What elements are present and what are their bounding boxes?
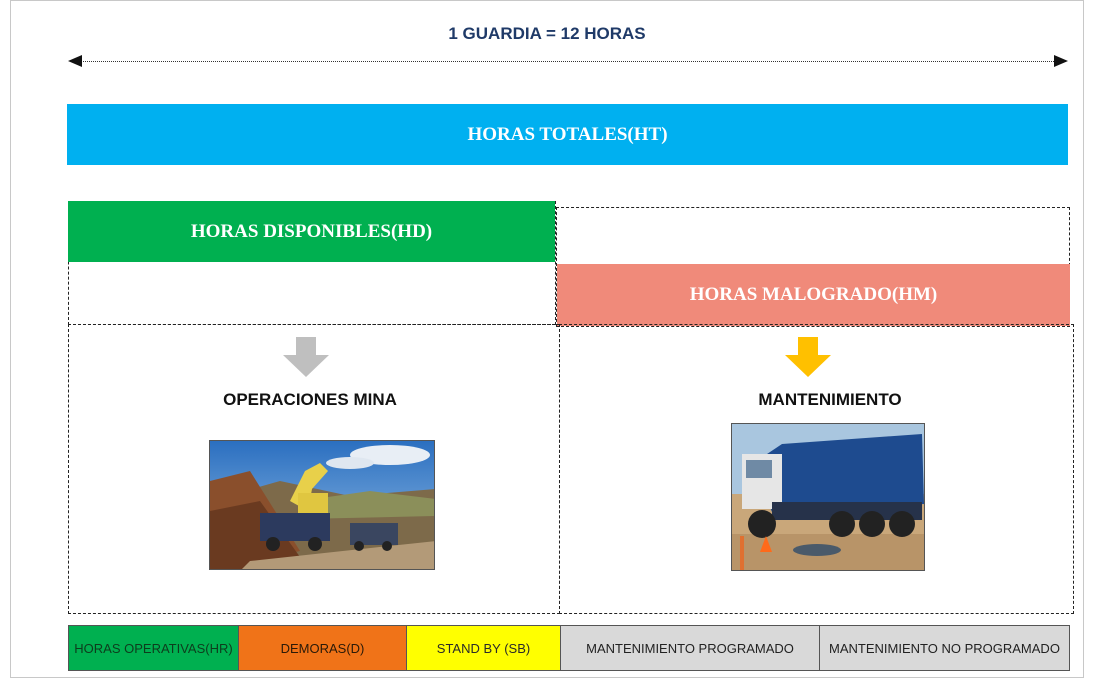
arrow-right-icon bbox=[1054, 55, 1068, 67]
legend-label: MANTENIMIENTO NO PROGRAMADO bbox=[829, 640, 1060, 656]
legend-label: STAND BY (SB) bbox=[436, 640, 531, 656]
maintenance-title: MANTENIMIENTO bbox=[758, 390, 902, 409]
time-categories-legend: HORAS OPERATIVAS(HR) DEMORAS(D) STAND BY… bbox=[68, 625, 1070, 671]
legend-cell-delays: DEMORAS(D) bbox=[239, 626, 407, 670]
legend-cell-unscheduled-maintenance: MANTENIMIENTO NO PROGRAMADO bbox=[820, 626, 1069, 670]
down-arrow-icon bbox=[283, 337, 329, 377]
mining-excavator-photo bbox=[209, 440, 435, 570]
diagram-frame bbox=[10, 0, 1084, 678]
total-hours-bar: HORAS TOTALES(HT) bbox=[67, 104, 1068, 165]
mine-operations-title: OPERACIONES MINA bbox=[223, 390, 397, 409]
arrow-left-icon bbox=[68, 55, 82, 67]
maintenance-panel bbox=[559, 324, 1074, 614]
breakdown-hours-bar: HORAS MALOGRADO(HM) bbox=[557, 264, 1070, 326]
down-arrow-icon bbox=[785, 337, 831, 377]
legend-label: HORAS OPERATIVAS(HR) bbox=[74, 640, 233, 656]
double-arrow-line bbox=[76, 61, 1066, 62]
shift-duration-label: 1 GUARDIA = 12 HORAS bbox=[448, 24, 646, 43]
legend-cell-operating-hours: HORAS OPERATIVAS(HR) bbox=[69, 626, 239, 670]
legend-label: MANTENIMIENTO PROGRAMADO bbox=[586, 640, 794, 656]
maintenance-truck-photo bbox=[731, 423, 925, 571]
legend-cell-standby: STAND BY (SB) bbox=[407, 626, 561, 670]
available-hours-bar: HORAS DISPONIBLES(HD) bbox=[68, 201, 555, 262]
legend-cell-scheduled-maintenance: MANTENIMIENTO PROGRAMADO bbox=[561, 626, 820, 670]
legend-label: DEMORAS(D) bbox=[280, 640, 365, 656]
